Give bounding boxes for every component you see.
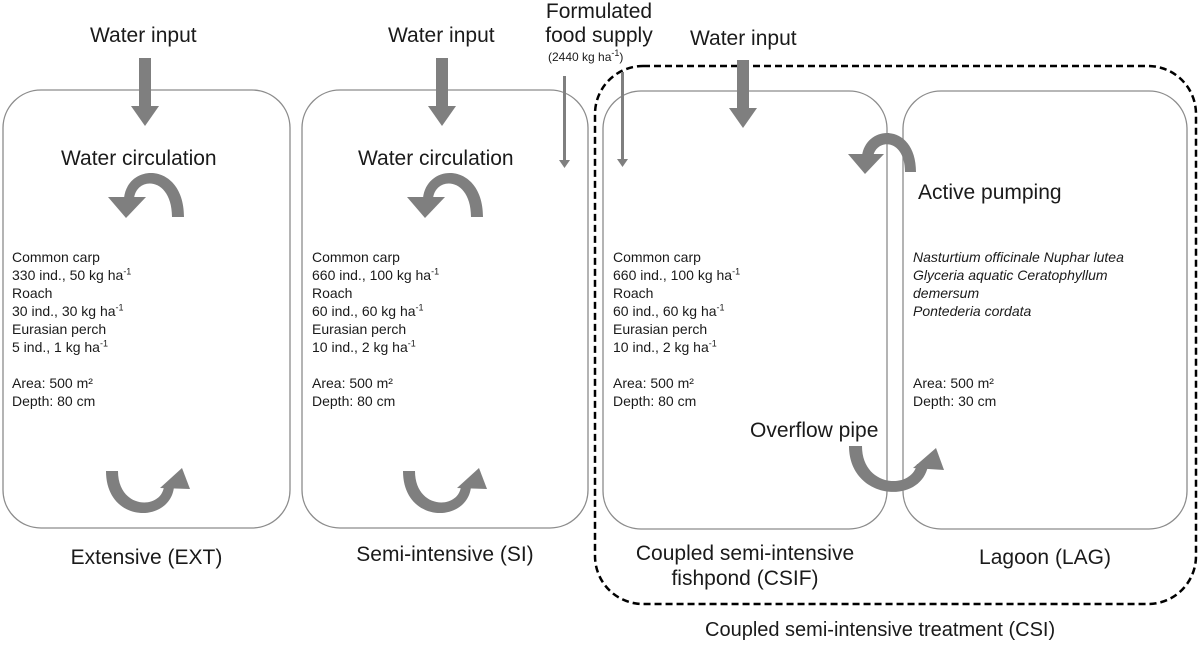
plants-info-lag: Nasturtium officinale Nuphar lutea Glyce… — [913, 248, 1124, 410]
pond-title-ext: Extensive (EXT) — [70, 546, 223, 569]
species-name: Roach — [613, 285, 654, 301]
pond-depth: Depth: 80 cm — [613, 393, 697, 409]
water-circulation-label-ext: Water circulation — [61, 147, 217, 170]
stocking-info-si: Common carp 660 ind., 100 kg ha-1 Roach … — [312, 248, 439, 410]
circulation-arrow-top-ext — [108, 173, 184, 218]
pond-title-lag: Lagoon (LAG) — [979, 546, 1111, 569]
plant-species: demersum — [913, 285, 980, 301]
pond-title-csif-line1: Coupled semi-intensive — [635, 542, 855, 565]
pond-depth: Depth: 80 cm — [12, 393, 96, 409]
pond-area: Area: 500 m² — [613, 375, 694, 391]
water-input-arrow-si — [428, 58, 456, 126]
food-supply-amount: (2440 kg ha-1) — [548, 48, 624, 65]
pond-title-si: Semi-intensive (SI) — [356, 543, 534, 566]
overflow-pipe-label: Overflow pipe — [750, 419, 879, 442]
food-supply-label: Formulated food supply — [528, 0, 670, 48]
water-input-arrow-ext — [131, 58, 159, 126]
csi-group-label: Coupled semi-intensive treatment (CSI) — [705, 619, 1056, 641]
species-name: Common carp — [12, 249, 100, 265]
plant-species: Nasturtium officinale Nuphar lutea — [913, 249, 1124, 265]
overflow-pipe-arrow — [849, 446, 944, 492]
species-name: Common carp — [312, 249, 400, 265]
pond-area: Area: 500 m² — [913, 375, 994, 391]
pond-title-csif: Coupled semi-intensive fishpond (CSIF) — [603, 541, 887, 591]
species-name: Common carp — [613, 249, 701, 265]
stocking-info-csif: Common carp 660 ind., 100 kg ha-1 Roach … — [613, 248, 740, 410]
species-stock: 10 ind., 2 kg ha-1 — [613, 338, 717, 355]
water-input-label-ext: Water input — [90, 24, 197, 47]
species-stock: 660 ind., 100 kg ha-1 — [613, 266, 741, 283]
species-stock: 660 ind., 100 kg ha-1 — [312, 266, 440, 283]
species-name: Eurasian perch — [312, 321, 407, 337]
species-stock: 30 ind., 30 kg ha-1 — [12, 302, 124, 319]
water-circulation-label-si: Water circulation — [358, 147, 514, 170]
pond-area: Area: 500 m² — [312, 375, 393, 391]
water-input-arrow-csif — [729, 60, 757, 128]
food-supply-line1: Formulated — [545, 0, 653, 23]
pond-depth: Depth: 80 cm — [312, 393, 396, 409]
species-stock: 10 ind., 2 kg ha-1 — [312, 338, 416, 355]
water-input-label-si: Water input — [388, 24, 495, 47]
food-supply-line2: food supply — [545, 24, 653, 47]
circulation-arrow-bottom-si — [403, 468, 487, 514]
active-pumping-arrow — [848, 133, 916, 174]
active-pumping-label: Active pumping — [918, 181, 1062, 204]
circulation-arrow-top-si — [407, 173, 483, 218]
species-name: Eurasian perch — [613, 321, 708, 337]
pond-depth: Depth: 30 cm — [913, 393, 997, 409]
species-name: Roach — [12, 285, 53, 301]
pond-title-csif-line2: fishpond (CSIF) — [671, 567, 819, 590]
food-supply-arrow-si — [559, 76, 570, 168]
species-name: Roach — [312, 285, 353, 301]
circulation-arrow-bottom-ext — [106, 468, 190, 514]
plant-species: Glyceria aquatic Ceratophyllum — [913, 267, 1108, 283]
stocking-info-ext: Common carp 330 ind., 50 kg ha-1 Roach 3… — [12, 248, 131, 410]
species-stock: 5 ind., 1 kg ha-1 — [12, 338, 108, 355]
food-supply-arrow-csif — [617, 72, 628, 167]
pond-box-lag — [902, 90, 1188, 530]
csi-group-boundary — [593, 64, 1198, 606]
species-stock: 60 ind., 60 kg ha-1 — [613, 302, 725, 319]
species-stock: 60 ind., 60 kg ha-1 — [312, 302, 424, 319]
species-stock: 330 ind., 50 kg ha-1 — [12, 266, 132, 283]
plant-species: Pontederia cordata — [913, 303, 1032, 319]
species-name: Eurasian perch — [12, 321, 107, 337]
pond-area: Area: 500 m² — [12, 375, 93, 391]
water-input-label-csif: Water input — [690, 27, 797, 50]
